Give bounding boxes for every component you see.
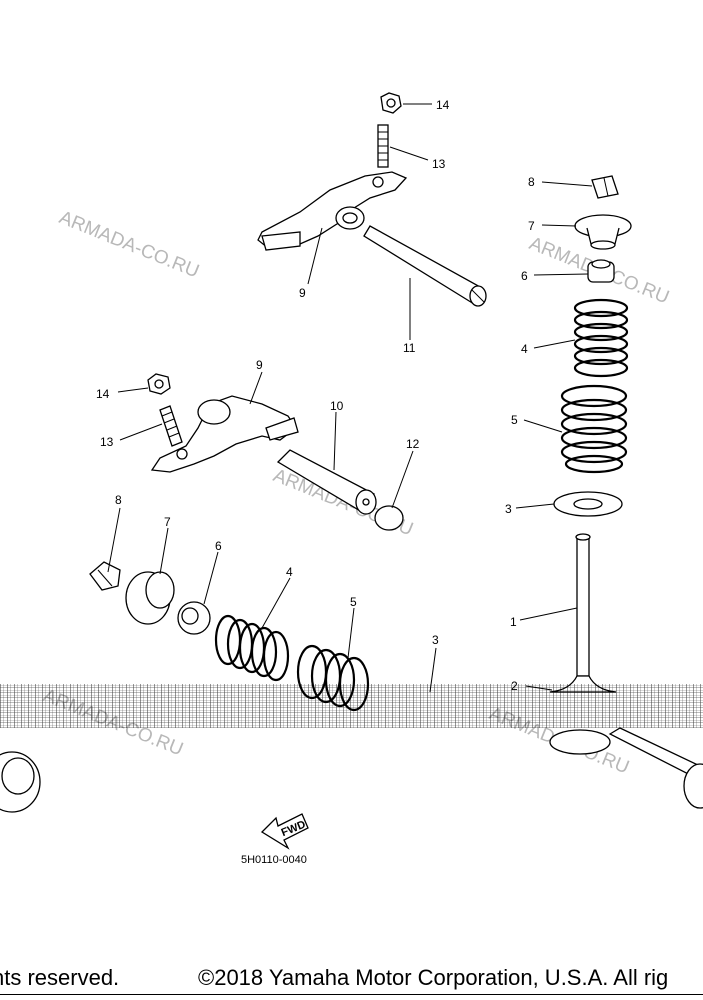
spring-seat-right <box>553 491 623 517</box>
adjust-screw-lower <box>159 405 183 447</box>
callout-9-lower: 9 <box>256 358 263 372</box>
outer-spring-left <box>296 644 370 712</box>
callout-6-right: 6 <box>521 269 528 283</box>
spring-retainer-left <box>125 571 175 625</box>
callout-9-top: 9 <box>299 286 306 300</box>
adjust-screw-top <box>377 124 389 168</box>
rocker-shaft-lower <box>276 449 377 515</box>
callout-8-left: 8 <box>115 493 122 507</box>
nut-lower <box>147 373 171 395</box>
inner-spring-right <box>573 298 629 378</box>
leader-lines <box>107 103 593 693</box>
valve-seal-left <box>177 601 211 635</box>
callout-7-right: 7 <box>528 219 535 233</box>
callout-13-lower: 13 <box>100 435 114 449</box>
rocker-arm-lower <box>150 395 299 473</box>
callout-3-right: 3 <box>505 502 512 516</box>
valve-seat-left-partial <box>0 751 41 813</box>
callout-14-lower: 14 <box>96 387 110 401</box>
callout-5-left: 5 <box>350 595 357 609</box>
valve-seal-right <box>587 259 615 283</box>
callout-8-right: 8 <box>528 175 535 189</box>
spring-retainer-right <box>574 214 632 250</box>
exhaust-valve <box>608 727 703 809</box>
callout-13-top: 13 <box>432 157 446 171</box>
outer-spring-right <box>560 384 628 474</box>
callout-6-left: 6 <box>215 539 222 553</box>
intake-valve <box>549 533 617 693</box>
footer: hts reserved. ©2018 Yamaha Motor Corpora… <box>0 962 703 1000</box>
nut-top <box>380 92 402 114</box>
bottom-rule <box>0 994 703 995</box>
fwd-arrow-icon: FWD <box>260 813 309 850</box>
fwd-label: FWD <box>280 819 308 840</box>
callout-4-left: 4 <box>286 565 293 579</box>
rights-fragment: hts reserved. <box>0 965 120 990</box>
callout-1: 1 <box>510 615 517 629</box>
callout-12: 12 <box>406 437 420 451</box>
inner-spring-left <box>214 614 290 682</box>
watermark: ARMADA-CO.RU <box>56 207 202 282</box>
valve-cotter-right <box>591 175 619 199</box>
scan-noise-band <box>0 684 703 728</box>
callout-5-right: 5 <box>511 413 518 427</box>
callout-7-left: 7 <box>164 515 171 529</box>
valve-head-lower <box>549 729 611 755</box>
callout-2: 2 <box>511 679 518 693</box>
callout-3-left: 3 <box>432 633 439 647</box>
rocker-shaft-top <box>363 225 487 307</box>
callout-11: 11 <box>403 341 416 355</box>
o-ring <box>374 505 404 531</box>
callout-14-top: 14 <box>436 98 450 112</box>
rocker-arm-top <box>257 171 408 251</box>
drawing-code: 5H0110-0040 <box>241 854 307 866</box>
copyright-text: ©2018 Yamaha Motor Corporation, U.S.A. A… <box>198 965 669 990</box>
callout-4-right: 4 <box>521 342 528 356</box>
valve-cotter-left <box>89 561 121 591</box>
callout-10: 10 <box>330 399 344 413</box>
